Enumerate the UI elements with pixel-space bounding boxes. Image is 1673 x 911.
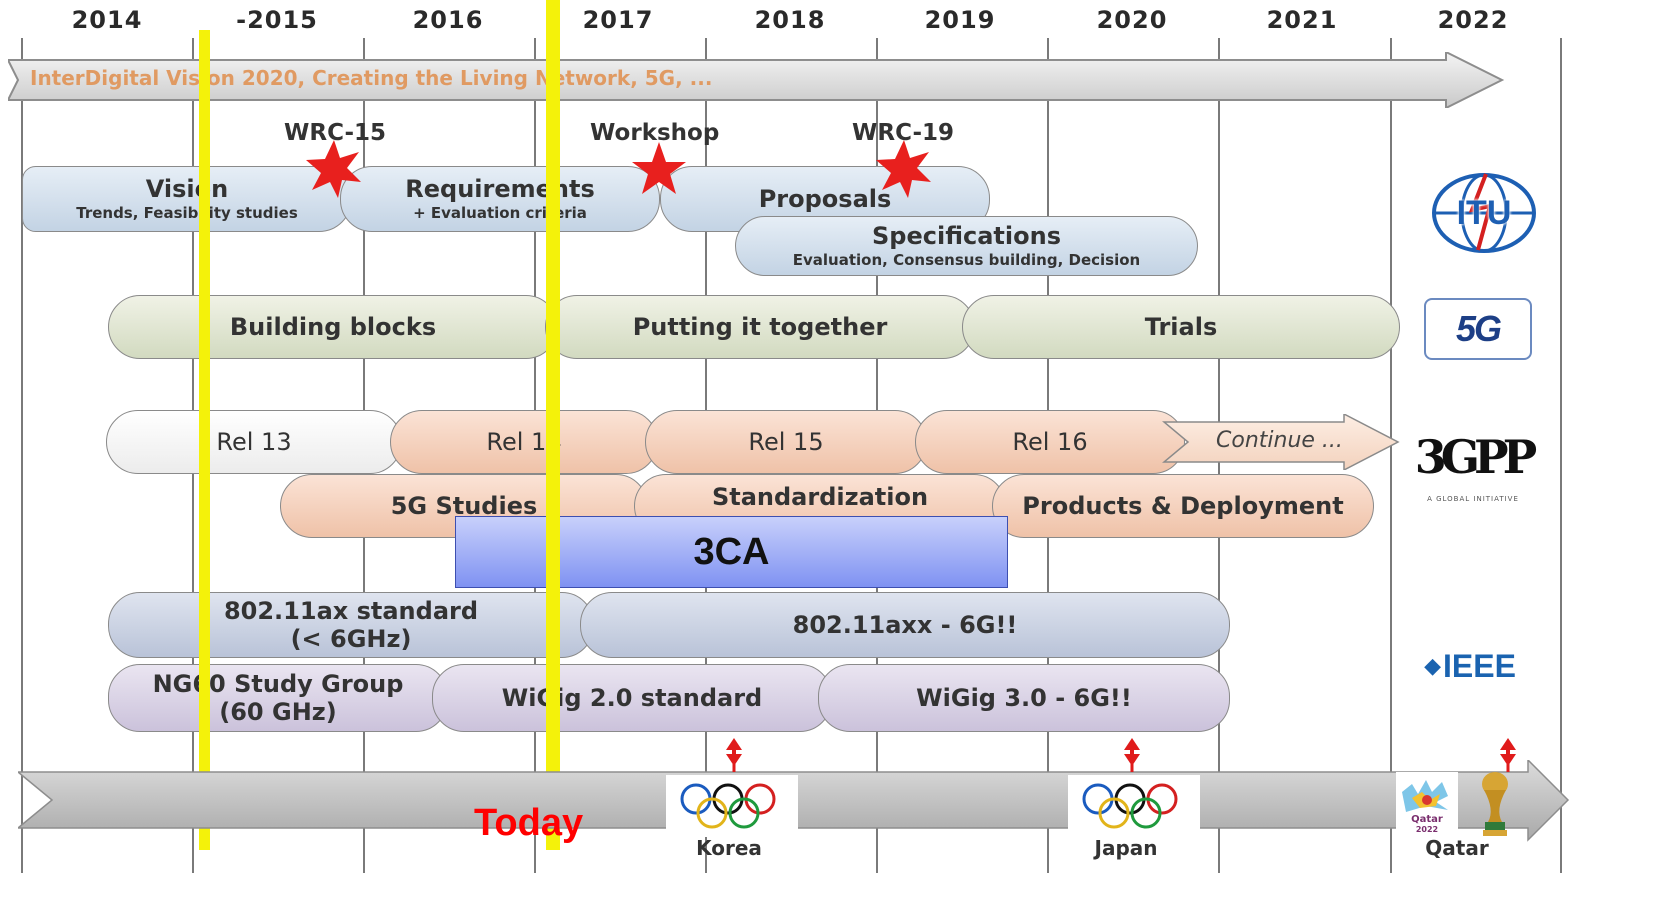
qatar-2022-logo: Qatar 2022: [1396, 772, 1458, 834]
ng60-sub: (60 GHz): [219, 698, 337, 726]
milestone-wrc19: WRC-19: [852, 120, 955, 146]
qatar-logo-text: Qatar: [1411, 814, 1443, 825]
itu-globe-icon: [1432, 173, 1536, 253]
ieee-logo-text: IEEE: [1443, 647, 1516, 684]
year-2020: 2020: [1096, 6, 1168, 34]
standardization-label: Standardization: [711, 483, 929, 511]
fiveg-putting-together-label: Putting it together: [632, 313, 888, 341]
fiveg-trials-label: Trials: [1144, 313, 1218, 341]
itu-requirements-subtitle: + Evaluation criteria: [413, 204, 587, 222]
fiveg-logo-text: 5G: [1455, 308, 1502, 349]
wigig2-bar: WiGig 2.0 standard: [432, 664, 832, 732]
highlight-line-today: [546, 0, 560, 850]
milestone-workshop: Workshop: [590, 120, 720, 146]
products-deployment-label: Products & Deployment: [1022, 492, 1344, 520]
fiveg-building-blocks-bar: Building blocks: [108, 295, 558, 359]
itu-vision-title: Vision: [145, 175, 229, 203]
year-2021: 2021: [1266, 6, 1338, 34]
event-city-qatar: Qatar: [1425, 836, 1489, 860]
threegpp-logo-text: 3GPP: [1414, 430, 1538, 484]
ieee-80211axx-label: 802.11axx - 6G!!: [792, 611, 1018, 639]
three-ca-box: 3CA: [455, 516, 1008, 588]
red-star-icon: [306, 140, 361, 198]
year-2017: 2017: [582, 6, 654, 34]
olympic-rings-icon: [666, 775, 798, 837]
continue-label: Continue ...: [1216, 428, 1343, 453]
fiveg-building-blocks-label: Building blocks: [229, 313, 437, 341]
wigig2-label: WiGig 2.0 standard: [501, 684, 763, 712]
ieee-80211ax-label: 802.11ax standard: [223, 597, 479, 625]
today-label: Today: [474, 802, 584, 844]
red-star-icon: [876, 140, 931, 198]
rel16-bar: Rel 16: [915, 410, 1185, 474]
rel13-bar: Rel 13: [106, 410, 402, 474]
itu-logo-text: ITU: [1456, 194, 1512, 232]
event-city-japan: Japan: [1094, 836, 1158, 860]
itu-proposals-title: Proposals: [758, 185, 892, 213]
ieee-diamond-icon: ◆: [1424, 653, 1441, 679]
itu-specifications-bar: Specifications Evaluation, Consensus bui…: [735, 216, 1198, 276]
threegpp-logo: 3GPP A GLOBAL INITIATIVE: [1414, 418, 1538, 514]
itu-vision-subtitle: Trends, Feasibility studies: [76, 204, 298, 222]
year-2015: -2015: [236, 6, 318, 34]
rel16-label: Rel 16: [1012, 428, 1088, 456]
fiveg-logo: 5G: [1424, 298, 1532, 360]
itu-requirements-title: Requirements: [405, 175, 595, 203]
vision-banner-text: InterDigital Vision 2020, Creating the L…: [30, 66, 713, 90]
ieee-80211axx-bar: 802.11axx - 6G!!: [580, 592, 1230, 658]
ng60-bar: NG60 Study Group (60 GHz): [108, 664, 448, 732]
wigig3-label: WiGig 3.0 - 6G!!: [916, 684, 1132, 712]
vision-banner-arrow: [8, 52, 1505, 108]
milestone-wrc15: WRC-15: [284, 120, 387, 146]
wigig3-bar: WiGig 3.0 - 6G!!: [818, 664, 1230, 732]
highlight-line-2015: [199, 30, 210, 850]
itu-specifications-subtitle: Evaluation, Consensus building, Decision: [792, 251, 1141, 269]
continue-arrow: [1162, 414, 1400, 470]
year-2019: 2019: [924, 6, 996, 34]
year-2018: 2018: [754, 6, 826, 34]
threegpp-tagline: A GLOBAL INITIATIVE: [1427, 495, 1519, 503]
fiveg-trials-bar: Trials: [962, 295, 1400, 359]
grid-line: [21, 38, 23, 873]
grid-line: [1390, 38, 1392, 873]
rel14-bar: Rel 14: [390, 410, 658, 474]
grid-line: [1560, 38, 1562, 873]
itu-requirements-bar: Requirements + Evaluation criteria: [340, 166, 660, 232]
event-up-arrow-icon: [726, 738, 742, 772]
event-up-arrow-icon: [1500, 738, 1516, 772]
olympic-rings-icon: [1068, 775, 1200, 837]
itu-vision-bar: Vision Trends, Feasibility studies: [22, 166, 352, 232]
event-city-korea: Korea: [696, 836, 762, 860]
rel15-label: Rel 15: [748, 428, 824, 456]
rel15-bar: Rel 15: [645, 410, 927, 474]
products-deployment-bar: Products & Deployment: [992, 474, 1374, 538]
red-star-icon: [632, 142, 686, 194]
year-2014: 2014: [71, 6, 143, 34]
year-2022: 2022: [1437, 6, 1509, 34]
ieee-80211ax-bar: 802.11ax standard (< 6GHz): [108, 592, 594, 658]
ieee-logo: ◆ IEEE: [1414, 642, 1526, 690]
fiveg-putting-together-bar: Putting it together: [545, 295, 975, 359]
itu-specifications-title: Specifications: [872, 222, 1061, 250]
ng60-label: NG60 Study Group: [152, 670, 404, 698]
rel13-label: Rel 13: [216, 428, 292, 456]
ieee-80211ax-sub: (< 6GHz): [290, 625, 412, 653]
event-up-arrow-icon: [1124, 738, 1140, 772]
fiveg-studies-label: 5G Studies: [390, 492, 538, 520]
svg-text:2022: 2022: [1416, 825, 1438, 834]
itu-logo: ITU: [1428, 170, 1540, 256]
year-2016: 2016: [412, 6, 484, 34]
world-cup-trophy-icon: [1482, 772, 1508, 836]
